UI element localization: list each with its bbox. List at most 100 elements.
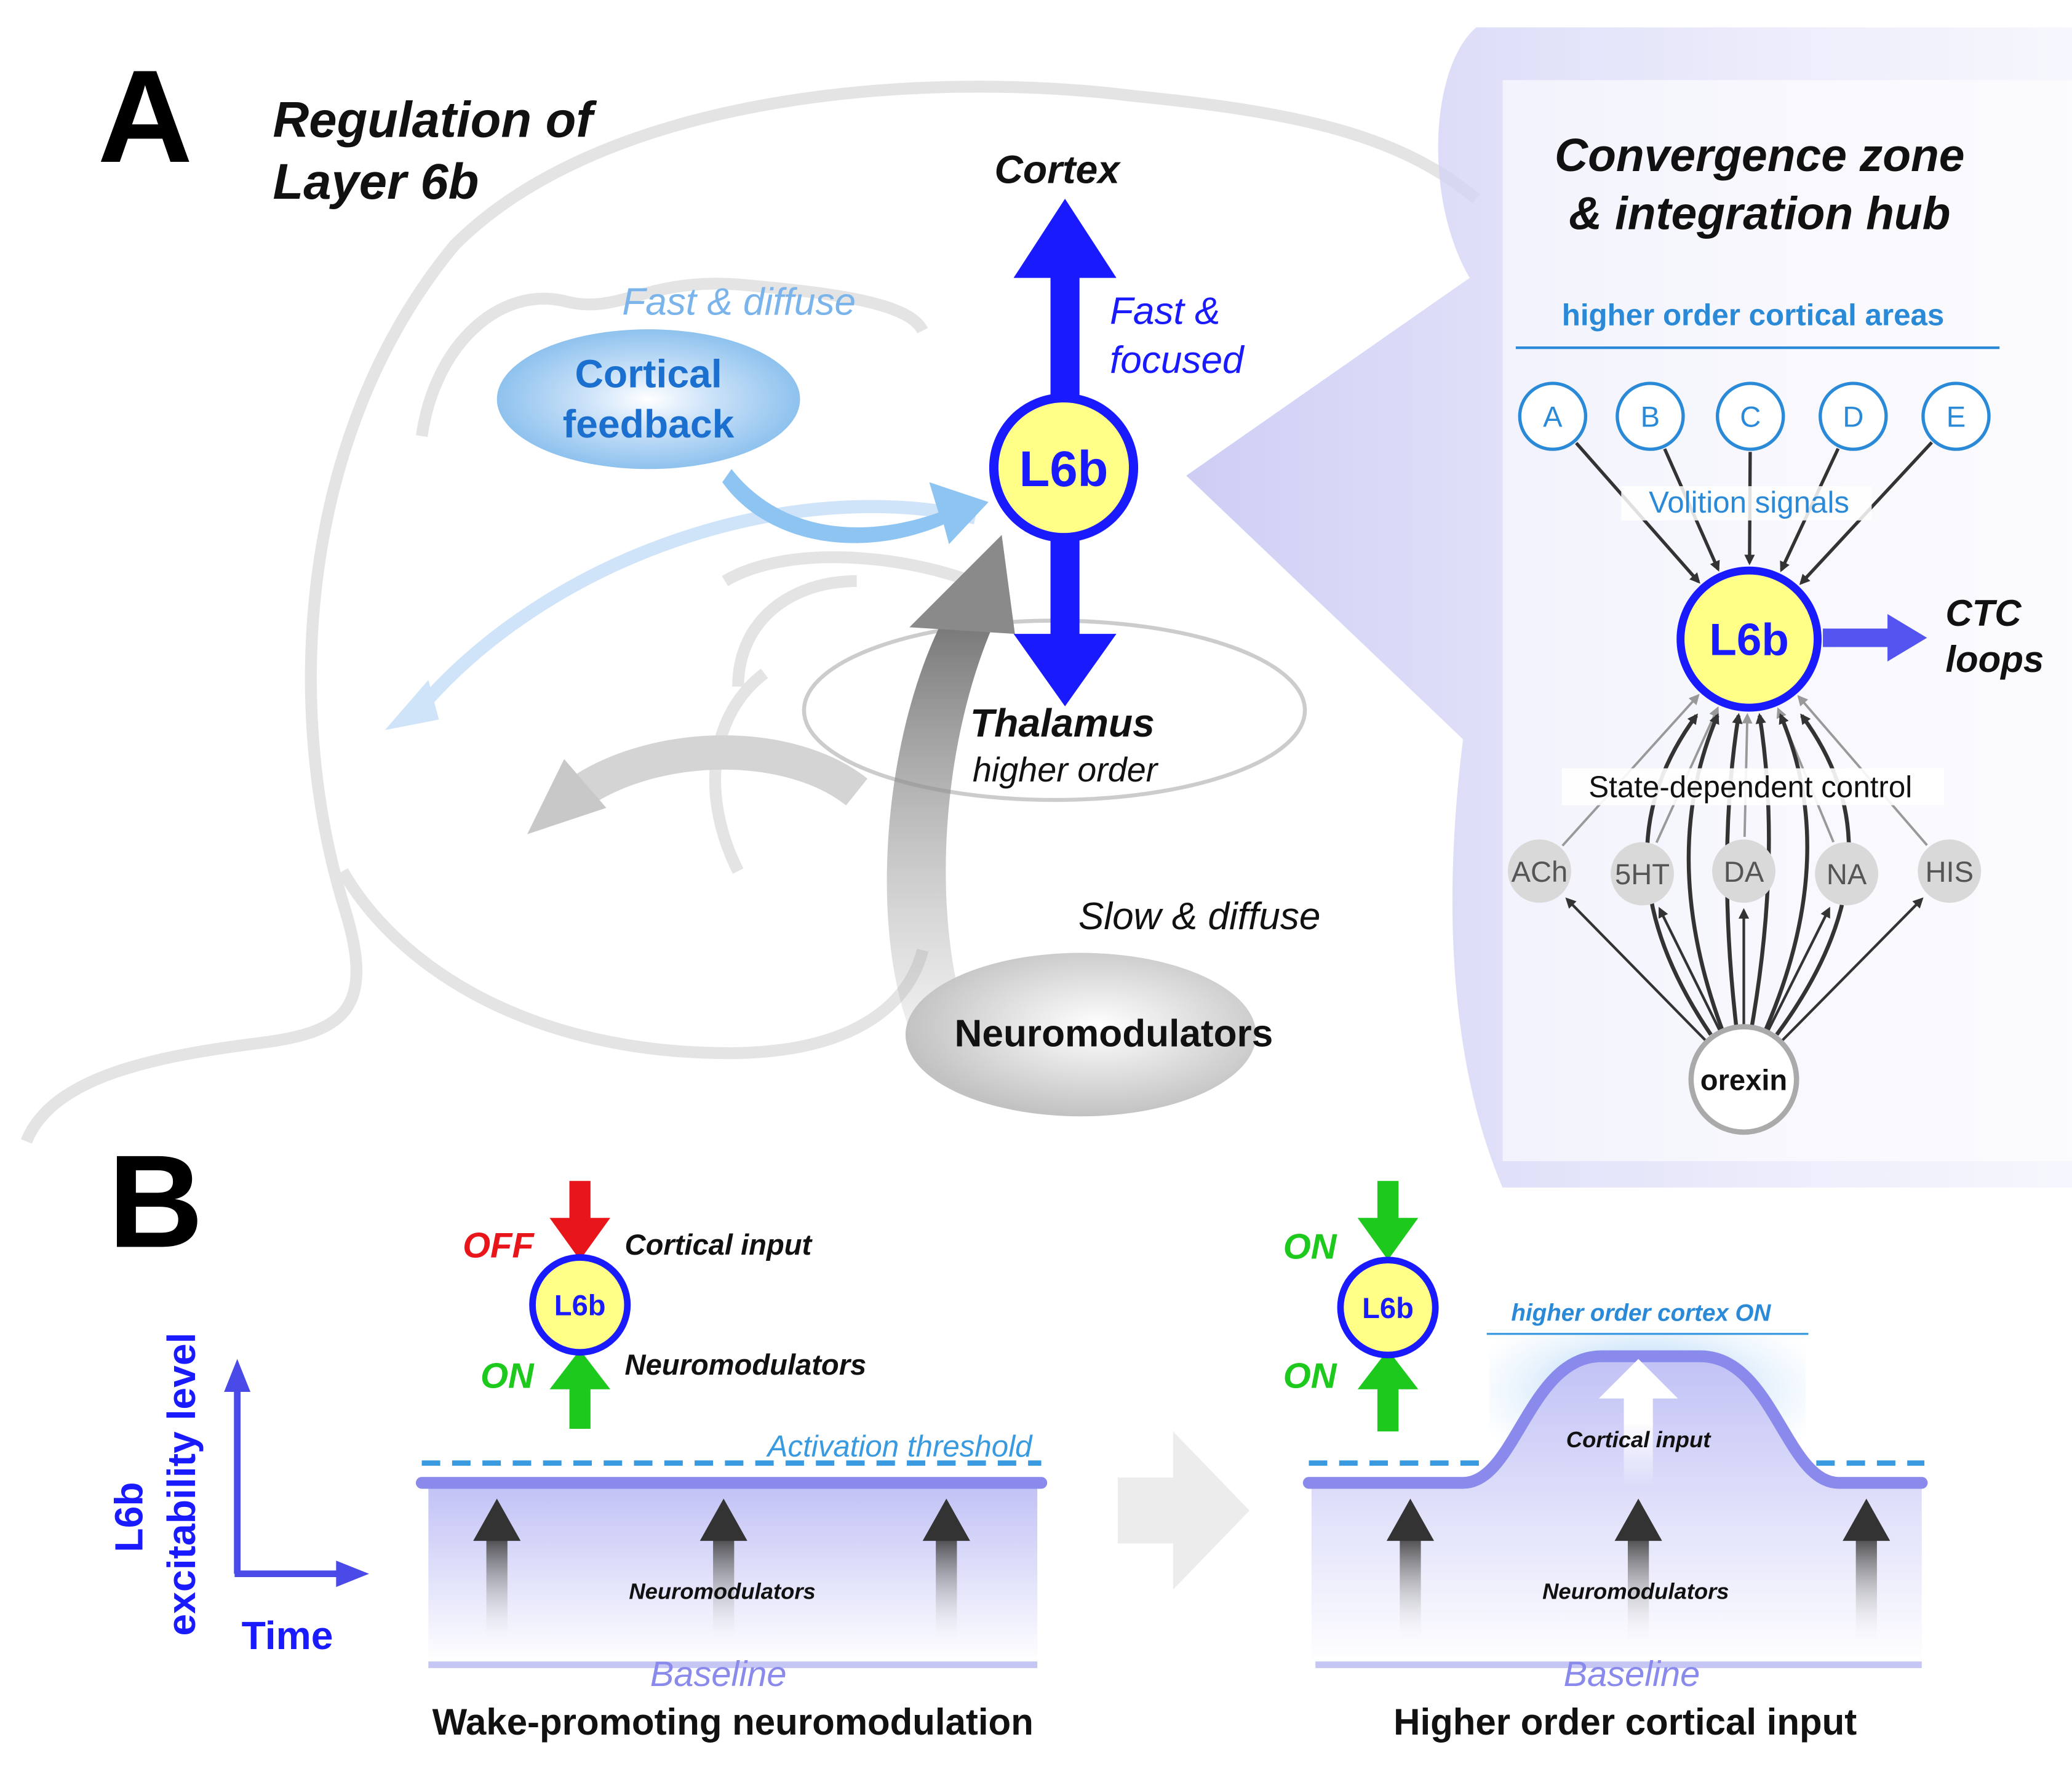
neuromod-up-arrow — [713, 1530, 735, 1647]
left-green-arrow — [549, 1349, 610, 1429]
right-l6b-label: L6b — [1362, 1292, 1414, 1324]
modulator-node-label: ACh — [1512, 855, 1568, 888]
slow-diffuse-label: Slow & diffuse — [1078, 895, 1321, 938]
panel-a-letter: A — [98, 43, 193, 190]
thalamus-label: Thalamus — [970, 701, 1155, 745]
area-node-label: E — [1946, 401, 1966, 433]
left-neuromod-arrows — [473, 1498, 970, 1647]
ctc-output-arrow — [1823, 613, 1927, 662]
panel-a-title-line2: Layer 6b — [273, 154, 479, 210]
hub-l6b-node — [1676, 566, 1822, 712]
volition-label: Volition signals — [1649, 485, 1849, 519]
modulator-node-da — [1712, 839, 1775, 903]
neuromod-up-arrowhead — [1614, 1498, 1662, 1541]
area-node-label: A — [1543, 401, 1563, 433]
modulator-node-label: DA — [1724, 855, 1764, 888]
modulator-node-5ht — [1611, 842, 1674, 906]
axis-y-line1: L6b — [106, 1482, 151, 1552]
neuromod-up-arrowhead — [922, 1498, 970, 1541]
right-higher-on: higher order cortex ON — [1511, 1300, 1771, 1326]
thalamus-arrow — [1013, 535, 1117, 706]
fast-diffuse-arrow — [385, 500, 977, 730]
thalamus-sublabel: higher order — [973, 751, 1159, 789]
cortical-feedback-line2: feedback — [563, 402, 735, 446]
left-inner-neuromod: Neuromodulators — [629, 1578, 815, 1604]
area-node-label: C — [1740, 401, 1761, 433]
l6b-main-label: L6b — [1019, 441, 1109, 497]
areas-header: higher order cortical areas — [1562, 298, 1945, 332]
neuromod-up-arrow — [486, 1530, 508, 1647]
neuromod-up-arrowhead — [1843, 1498, 1891, 1541]
orexin-to-ach — [1565, 897, 1708, 1043]
ctc-label-line2: loops — [1945, 639, 2044, 680]
hub-title-line1: Convergence zone — [1555, 129, 1965, 181]
area-node-d — [1819, 382, 1888, 451]
cortex-arrow — [1013, 199, 1117, 404]
hub-nodes: A B C D E ACh 5HT DA NA HIS orexin L6b — [1508, 382, 1991, 1135]
fast-focused-line2: focused — [1110, 339, 1245, 382]
fast-focused-line1: Fast & — [1110, 290, 1221, 333]
neuromod-up-arrowhead — [1386, 1498, 1435, 1541]
fast-diffuse-label: Fast & diffuse — [622, 281, 856, 324]
hub-l6b-label: L6b — [1709, 615, 1788, 665]
orexin-to-his — [1780, 897, 1924, 1043]
neuromodulators-label: Neuromodulators — [955, 1013, 1273, 1055]
panel-a-title-line1: Regulation of — [273, 92, 597, 148]
right-green-top-arrow — [1357, 1181, 1419, 1260]
feedback-arrow — [722, 469, 989, 545]
modulator-node-na — [1815, 842, 1879, 906]
area-node-label: B — [1641, 401, 1660, 433]
modulator-node-label: NA — [1827, 858, 1867, 890]
orexin-label: orexin — [1700, 1063, 1787, 1096]
right-inner-neuromod: Neuromodulators — [1542, 1578, 1729, 1604]
cortex-label: Cortex — [994, 147, 1121, 191]
neuromodulators-blob — [905, 953, 1256, 1117]
axis-y-line2: excitability level — [159, 1332, 204, 1636]
left-baseline-label: Baseline — [650, 1655, 787, 1694]
left-threshold-label: Activation threshold — [766, 1429, 1034, 1463]
neuromod-up-arrowhead — [473, 1498, 521, 1541]
ctc-label-line1: CTC — [1945, 593, 2022, 634]
right-caption: Higher order cortical input — [1393, 1701, 1857, 1743]
cortical-feedback-blob — [496, 329, 800, 469]
right-l6b-node — [1337, 1257, 1439, 1359]
slow-diffuse-arrow — [527, 735, 867, 834]
left-cortical-input: Cortical input — [625, 1228, 813, 1261]
left-caption: Wake-promoting neuromodulation — [432, 1701, 1034, 1743]
right-on-bottom: ON — [1283, 1357, 1337, 1396]
left-red-arrow — [549, 1181, 610, 1260]
right-green-bottom-arrow — [1357, 1349, 1419, 1432]
left-l6b-label: L6b — [554, 1289, 606, 1322]
right-cortical-input: Cortical input — [1566, 1427, 1711, 1452]
orexin-node — [1688, 1024, 1799, 1135]
neuromod-up-arrow — [936, 1530, 957, 1647]
orexin-hub-edge — [1761, 713, 1809, 1036]
neuromod-up-arrow — [1400, 1530, 1421, 1647]
right-on-top: ON — [1283, 1228, 1337, 1267]
area-node-b — [1616, 382, 1685, 451]
modulator-node-label: 5HT — [1615, 858, 1670, 890]
transition-arrow — [1117, 1431, 1250, 1590]
area-node-a — [1518, 382, 1588, 451]
neuromod-up-arrow — [1855, 1530, 1877, 1647]
area-node-label: D — [1843, 401, 1863, 433]
brain-outline — [20, 81, 1480, 1144]
cortical-feedback-line1: Cortical — [575, 351, 722, 396]
left-on-label: ON — [480, 1357, 535, 1396]
left-l6b-node — [529, 1254, 631, 1356]
right-baseline-label: Baseline — [1563, 1655, 1700, 1694]
orexin-to-5ht — [1659, 906, 1722, 1033]
state-control-label: State-dependent control — [1588, 770, 1912, 804]
axis-indicator — [224, 1359, 369, 1588]
modulator-node-his — [1918, 839, 1982, 903]
area-node-e — [1921, 382, 1991, 451]
left-neuromodulators: Neuromodulators — [625, 1348, 867, 1381]
right-neuromod-arrows — [1386, 1498, 1891, 1647]
area-node-c — [1715, 382, 1785, 451]
hub-title-line2: & integration hub — [1569, 187, 1951, 239]
orexin-hub-edge — [1686, 713, 1726, 1036]
neuromod-up-arrowhead — [699, 1498, 747, 1541]
left-off-label: OFF — [463, 1226, 535, 1265]
modulator-node-label: HIS — [1925, 855, 1974, 888]
